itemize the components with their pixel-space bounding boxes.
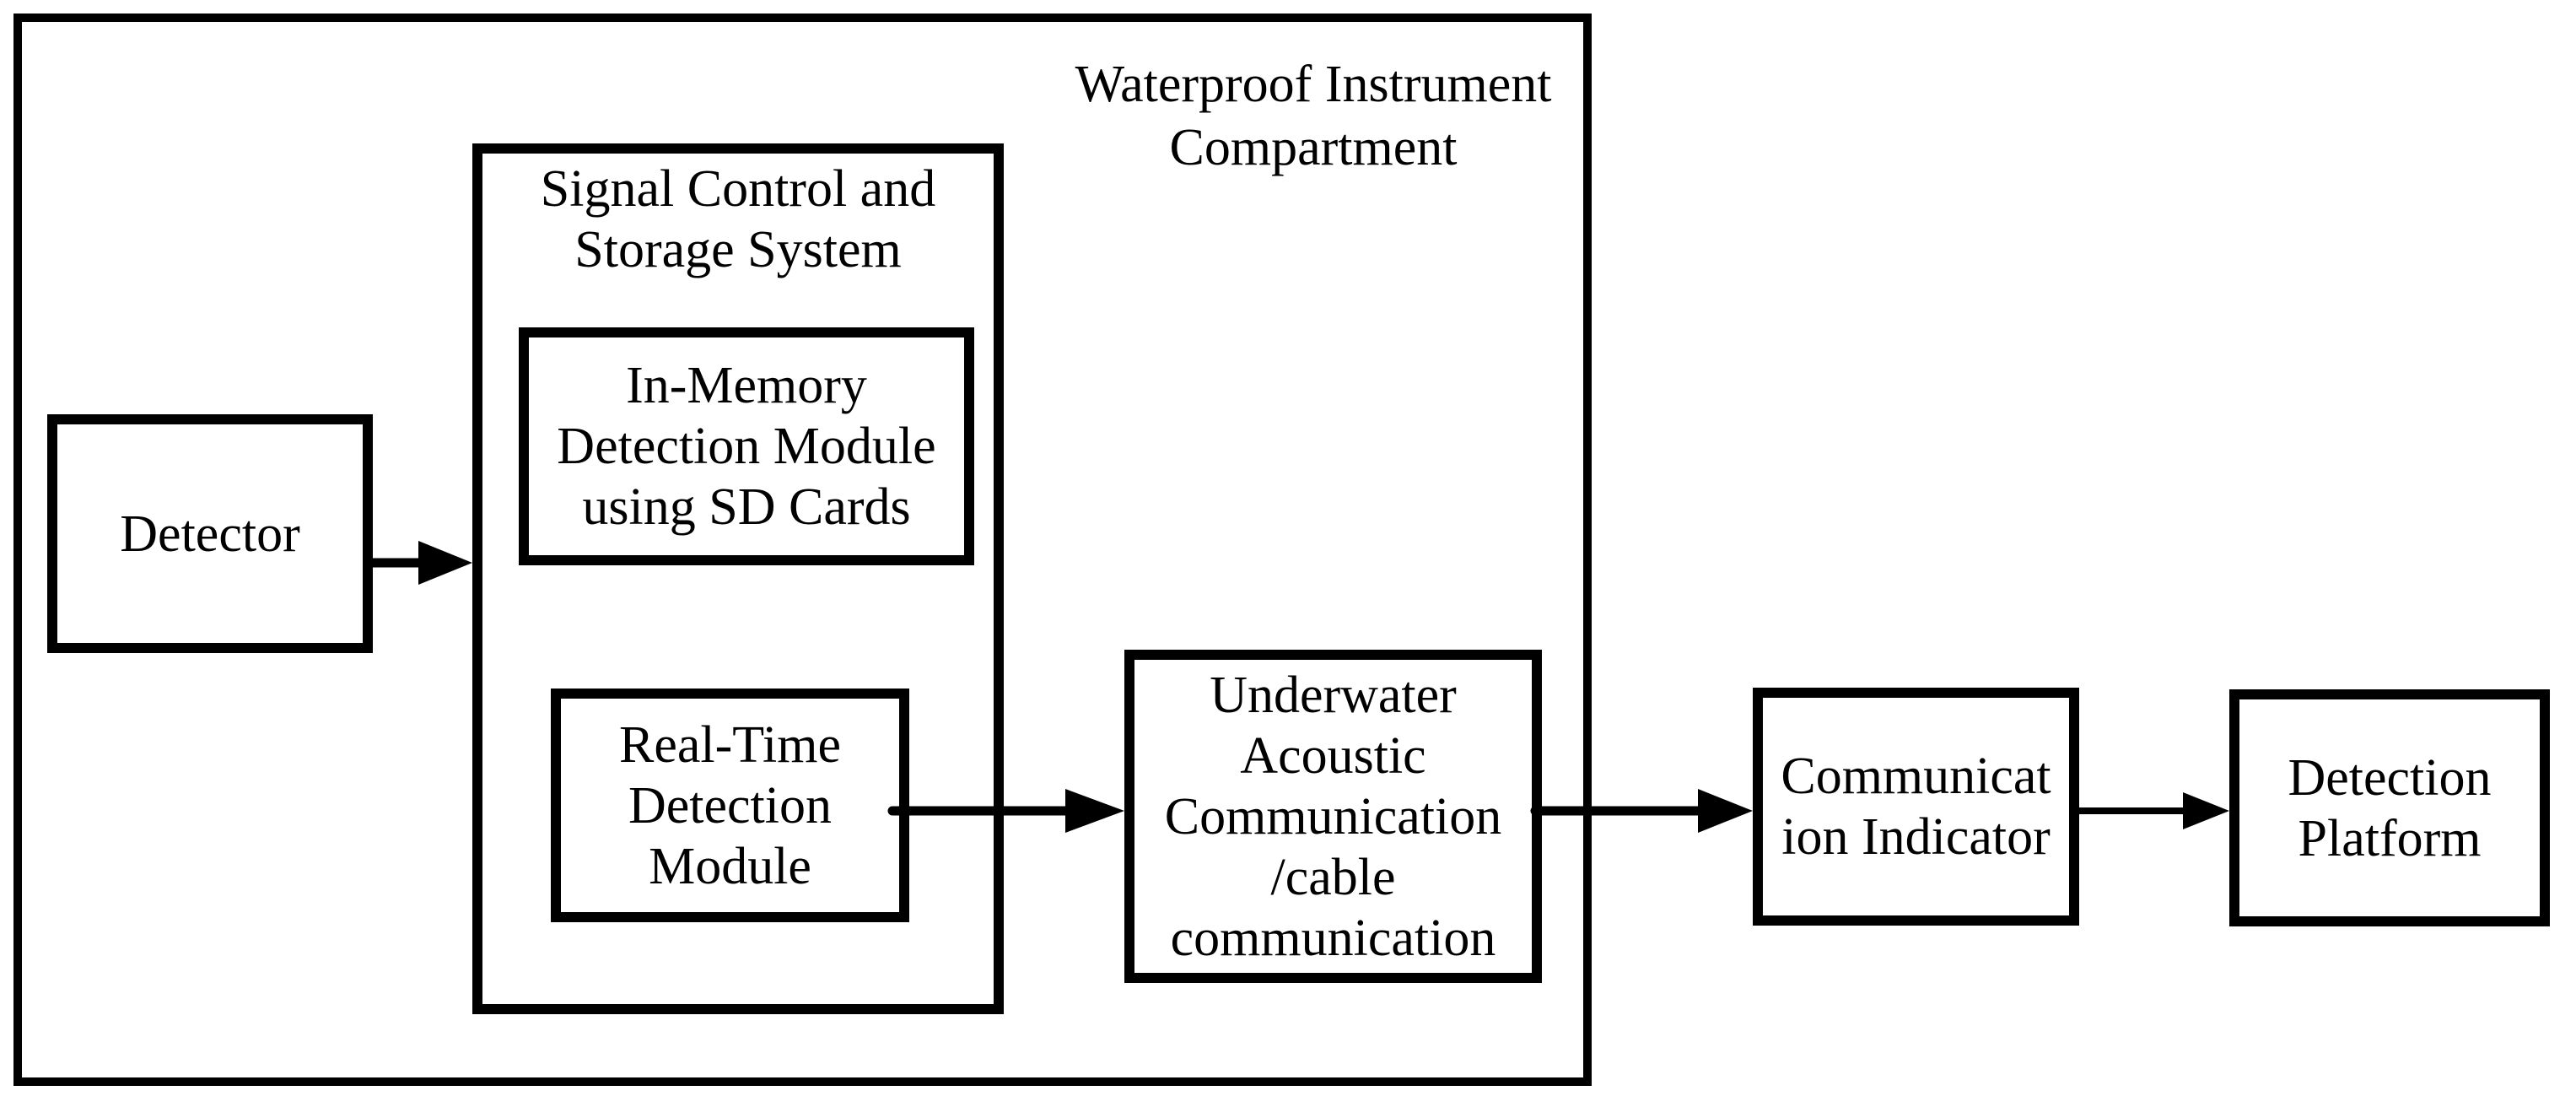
- waterproof-compartment-box: [13, 14, 1592, 1086]
- detection-platform-label: Detection Platform: [2288, 748, 2492, 867]
- arrow-comm-indicator-to-detection-platform: [2077, 792, 2229, 829]
- detection-platform-box: Detection Platform: [2229, 689, 2550, 926]
- underwater-acoustic-communication-box: Underwater Acoustic Communication /cable…: [1124, 650, 1542, 983]
- signal-control-storage-system-box: [472, 143, 1004, 1014]
- underwater-acoustic-communication-label: Underwater Acoustic Communication /cable…: [1164, 666, 1502, 967]
- waterproof-compartment-label: Waterproof Instrument Compartment: [1075, 56, 1552, 176]
- detector-box: Detector: [47, 414, 373, 653]
- communication-indicator-box: Communicat ion Indicator: [1753, 688, 2079, 926]
- in-memory-detection-module-label: In-Memory Detection Module using SD Card…: [557, 357, 936, 536]
- real-time-detection-module-label: Real-Time Detection Module: [619, 716, 841, 895]
- in-memory-detection-module-box: In-Memory Detection Module using SD Card…: [519, 327, 974, 565]
- detector-label: Detector: [120, 505, 300, 563]
- real-time-detection-module-box: Real-Time Detection Module: [551, 688, 909, 922]
- signal-control-storage-system-label: Signal Control and Storage System: [540, 160, 936, 278]
- communication-indicator-label: Communicat ion Indicator: [1781, 748, 2051, 866]
